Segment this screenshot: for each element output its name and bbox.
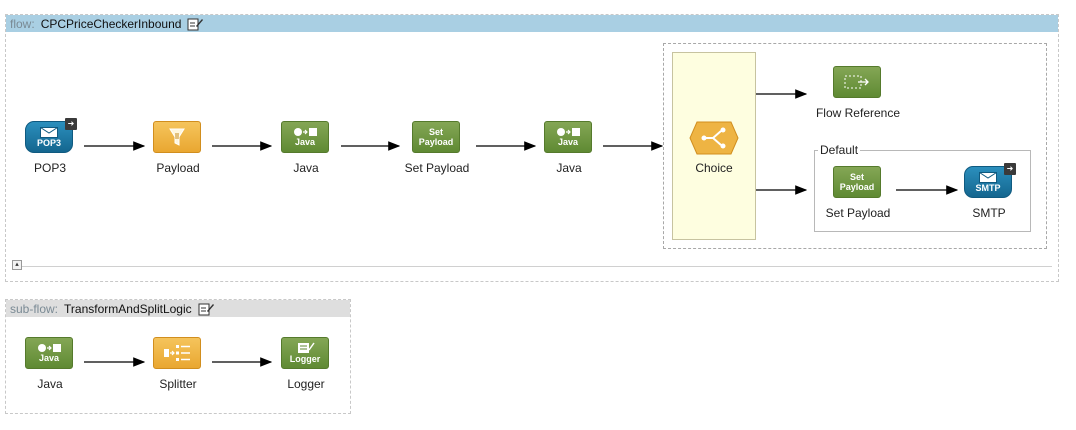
choice-scope [663, 43, 1047, 249]
node-label: POP3 [33, 161, 66, 175]
node-payload-filter[interactable]: Payload [128, 121, 228, 175]
java-icon-text: Java [294, 137, 316, 147]
node-flow-reference[interactable]: Flow Reference [808, 66, 908, 120]
set-payload-icon: Set Payload [412, 121, 462, 155]
pop3-endpoint-icon: POP3 ➜ [25, 118, 77, 155]
java-component-icon: Java [25, 337, 75, 371]
node-label: Set Payload [404, 161, 470, 175]
java-component-icon: Java [544, 121, 594, 155]
node-logger[interactable]: Logger Logger [256, 337, 356, 391]
default-route-box [814, 150, 1031, 232]
collapse-divider [12, 266, 1052, 267]
node-label: Set Payload [825, 206, 891, 220]
node-label: Java [293, 161, 319, 175]
filter-icon [153, 121, 203, 155]
java-component-icon: Java [281, 121, 331, 155]
main-flow-header[interactable]: flow: CPCPriceCheckerInbound [6, 15, 1058, 32]
node-label: Flow Reference [815, 106, 901, 120]
set-payload-icon-text-2: Payload [418, 137, 454, 147]
choice-router-icon [689, 121, 739, 155]
set-payload-icon-text-1: Set [428, 127, 443, 137]
logger-icon: Logger [281, 337, 331, 371]
java-icon-text: Java [557, 137, 579, 147]
node-choice[interactable]: Choice [664, 121, 764, 175]
outbound-arrow-icon: ➜ [1004, 163, 1016, 175]
node-label: Java [37, 377, 63, 391]
sub-flow-keyword: sub-flow: [10, 301, 59, 316]
node-label: Java [556, 161, 582, 175]
sub-flow: sub-flow: TransformAndSplitLogic [5, 299, 351, 414]
default-route-label: Default [818, 143, 861, 157]
set-payload-icon-text-1: Set [849, 172, 864, 182]
node-java-1[interactable]: Java Java [256, 121, 356, 175]
node-pop3[interactable]: POP3 ➜ POP3 [0, 118, 100, 175]
node-sub-java[interactable]: Java Java [0, 337, 100, 391]
node-label: Choice [695, 161, 733, 175]
node-label: SMTP [972, 206, 1006, 220]
node-label: Splitter [159, 377, 197, 391]
java-icon-text: Java [38, 353, 60, 363]
node-set-payload-1[interactable]: Set Payload Set Payload [387, 121, 487, 175]
node-java-2[interactable]: Java Java [519, 121, 619, 175]
node-splitter[interactable]: Splitter [128, 337, 228, 391]
node-label: Payload [156, 161, 200, 175]
logger-icon-text: Logger [289, 354, 321, 364]
node-label: Logger [287, 377, 325, 391]
node-smtp[interactable]: SMTP ➜ SMTP [939, 163, 1039, 220]
edit-icon[interactable] [187, 17, 204, 31]
flow-reference-icon [833, 66, 883, 100]
smtp-icon-text: SMTP [975, 182, 1001, 193]
collapse-toggle-icon[interactable]: ▴ [12, 260, 22, 270]
outbound-arrow-icon: ➜ [65, 118, 77, 130]
edit-icon[interactable] [198, 302, 214, 316]
main-flow: flow: CPCPriceCheckerInbound ▴ [5, 14, 1059, 282]
set-payload-icon: Set Payload [833, 166, 883, 200]
sub-flow-name: TransformAndSplitLogic [64, 301, 192, 316]
sub-flow-header[interactable]: sub-flow: TransformAndSplitLogic [6, 300, 350, 317]
smtp-endpoint-icon: SMTP ➜ [964, 163, 1016, 200]
flow-name: CPCPriceCheckerInbound [40, 16, 182, 31]
node-set-payload-2[interactable]: Set Payload Set Payload [808, 166, 908, 220]
pop3-icon-text: POP3 [36, 137, 61, 148]
splitter-icon [153, 337, 203, 371]
set-payload-icon-text-2: Payload [839, 182, 875, 192]
flow-keyword: flow: [10, 16, 35, 31]
